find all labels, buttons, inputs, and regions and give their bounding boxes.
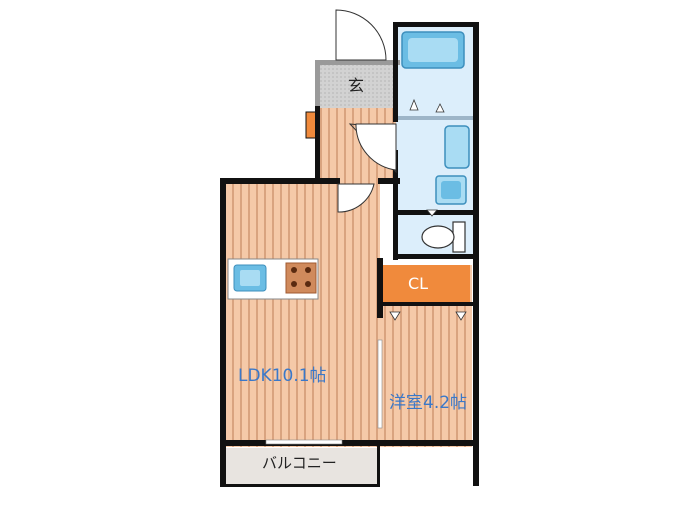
balcony-floor [226,448,378,484]
balcony-label: バルコニー [262,454,337,472]
front-door-swing [335,9,387,61]
ldk-label: LDK10.1帖 [238,366,327,386]
stove-icon [285,262,317,294]
closet-label: CL [408,274,429,293]
sliding-door [377,339,383,429]
entrance-floor [318,64,396,108]
toilet-tank [452,221,466,253]
ldk-door-swing [337,183,375,213]
washing-machine-icon [444,125,470,169]
toilet-icon [421,225,455,249]
entrance-label: 玄 [348,76,365,95]
ldk-floor [224,182,380,447]
western-room-label: 洋室4.2帖 [389,393,468,413]
balcony-window [265,439,343,445]
closet-floor [382,265,470,303]
